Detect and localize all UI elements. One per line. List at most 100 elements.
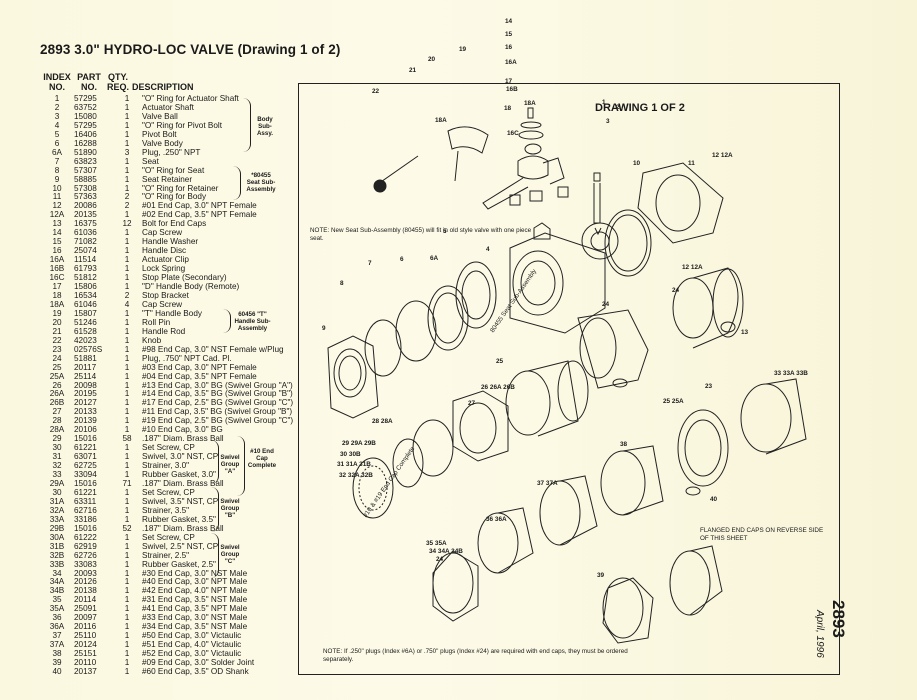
qty-cell: 1 — [124, 335, 130, 345]
qty-cell: 1 — [124, 425, 130, 435]
description-cell: #17 End Cap, 2.5" BG (Swivel Group "C") — [142, 398, 294, 408]
index-cell: 16 — [52, 246, 62, 256]
end-cap-23 — [672, 267, 744, 349]
callout-label: 31 31A 31B — [337, 461, 371, 468]
description-cell: "O" Ring for Seat — [142, 165, 205, 175]
description-cell: Strainer, 3.5" — [142, 505, 190, 515]
part-number-cell: 51246 — [74, 317, 97, 327]
description-cell: Actuator Clip — [142, 255, 189, 265]
qty-cell: 12 — [122, 219, 132, 229]
description-cell: "O" Ring for Pivot Bolt — [142, 120, 222, 130]
part-number-cell: 15807 — [74, 308, 97, 318]
part-number-cell: 61036 — [74, 228, 97, 238]
callout-label: 27 — [468, 400, 476, 407]
index-cell: 14 — [52, 228, 62, 238]
part-number-cell: 16534 — [74, 290, 97, 300]
part-number-cell: 20138 — [74, 586, 97, 596]
description-cell: Pivot Bolt — [142, 129, 177, 139]
group-swivel-b: Swivel Group "B" — [220, 498, 240, 519]
description-cell: Handle Washer — [142, 237, 199, 247]
part-number-cell: 33083 — [74, 559, 97, 569]
note-seat-subassembly: NOTE: New Seat Sub-Assembly (80455) will… — [310, 227, 532, 242]
part-number-cell: 62919 — [74, 541, 97, 551]
col-head-qty: QTY.REQ. — [106, 72, 129, 92]
part-number-cell: 20195 — [74, 389, 97, 399]
index-cell: 29B — [49, 523, 65, 533]
qty-cell: 1 — [124, 532, 130, 542]
qty-cell: 1 — [124, 667, 130, 676]
callout-label: 1 — [602, 99, 606, 106]
index-cell: 35 — [52, 595, 62, 605]
description-cell: #11 End Cap, 3.5" BG (Swivel Group "B") — [142, 407, 293, 417]
description-cell: #03 End Cap, 3.0" NPT Female — [142, 362, 257, 372]
index-cell: 32B — [49, 550, 65, 560]
index-cell: 13 — [52, 219, 62, 229]
qty-cell: 1 — [124, 640, 130, 650]
description-cell: Knob — [142, 335, 162, 345]
part-number-cell: 25114 — [74, 371, 97, 381]
sheet-subtitle: (Drawing 1 of 2) — [237, 42, 341, 57]
end-cap-40 — [602, 577, 654, 644]
index-cell: 12A — [49, 210, 65, 220]
sheet-title: 2893 3.0" HYDRO-LOC VALVE (Drawing 1 of … — [40, 42, 341, 57]
callout-label: 28 28A — [372, 418, 393, 425]
description-cell: Handle Rod — [142, 326, 186, 336]
end-cap-37 — [600, 445, 664, 516]
part-number-cell: 20135 — [74, 210, 97, 220]
description-cell: Swivel, 2.5" NST, CP — [142, 541, 219, 551]
index-cell: 36A — [49, 622, 65, 632]
index-cell: 9 — [54, 174, 60, 184]
qty-cell: 1 — [124, 505, 130, 515]
brace-swivel-a — [210, 440, 219, 484]
index-cell: 8 — [54, 165, 60, 175]
index-cell: 29 — [52, 434, 62, 444]
part-number-cell: 25151 — [74, 649, 97, 659]
index-cell: 17 — [52, 282, 62, 292]
part-number-cell: 63311 — [74, 496, 97, 506]
description-cell: #19 End Cap, 2.5" BG (Swivel Group "C") — [142, 416, 294, 426]
group-swivel-c: Swivel Group "C" — [220, 544, 240, 565]
callout-label: 17 — [505, 78, 513, 85]
part-number-cell: 20124 — [74, 640, 97, 650]
part-number-cell: 25110 — [74, 631, 97, 641]
drawing-frame — [298, 83, 840, 675]
callout-label: 40 — [710, 496, 718, 503]
index-cell: 24 — [52, 353, 62, 363]
end-cap-34 — [432, 550, 479, 622]
index-cell: 10 — [52, 183, 62, 193]
description-cell: #60 End Cap, 3.5" OD Shank — [142, 667, 249, 676]
qty-cell: 1 — [124, 165, 130, 175]
description-cell: Set Screw, CP — [142, 532, 195, 542]
part-number-cell: 16406 — [74, 129, 97, 139]
qty-cell: 1 — [124, 273, 130, 283]
exploded-view-drawing — [327, 107, 807, 644]
callout-label: 23 — [705, 383, 713, 390]
part-number-cell: 20086 — [74, 201, 97, 211]
qty-cell: 1 — [124, 487, 130, 497]
qty-cell: 1 — [124, 237, 130, 247]
qty-cell: 1 — [124, 577, 130, 587]
part-number-cell: 15016 — [74, 478, 97, 488]
description-cell: Rubber Gasket, 3.0" — [142, 470, 216, 480]
part-number-cell: 58885 — [74, 174, 97, 184]
part-number-cell: 57295 — [74, 120, 97, 130]
qty-cell: 1 — [124, 308, 130, 318]
description-cell: "T" Handle Body — [142, 308, 202, 318]
callout-label: 19 — [459, 46, 467, 53]
callout-label: 7 — [368, 260, 372, 267]
